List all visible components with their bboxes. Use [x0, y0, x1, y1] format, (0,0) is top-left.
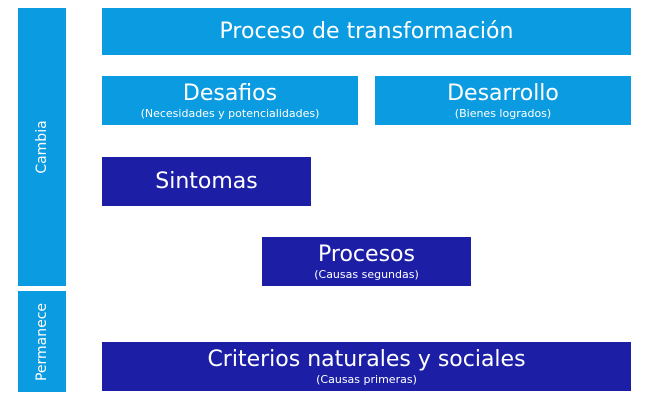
development-subtitle: (Bienes logrados) — [454, 106, 552, 120]
transformation-process-box: Proceso de transformación — [102, 8, 631, 55]
permanent-label: Permanece — [34, 302, 50, 381]
development-title: Desarrollo — [447, 80, 559, 106]
challenges-subtitle: (Necesidades y potencialidades) — [140, 106, 320, 120]
processes-title: Procesos — [318, 241, 415, 267]
processes-box: Procesos (Causas segundas) — [262, 237, 471, 286]
criteria-subtitle: (Causas primeras) — [316, 372, 417, 386]
change-label: Cambia — [34, 120, 50, 174]
criteria-box: Criterios naturales y sociales (Causas p… — [102, 342, 631, 391]
development-box: Desarrollo (Bienes logrados) — [375, 76, 631, 125]
criteria-title: Criterios naturales y sociales — [207, 346, 526, 372]
challenges-box: Desafios (Necesidades y potencialidades) — [102, 76, 358, 125]
symptoms-title: Sintomas — [155, 168, 258, 194]
processes-subtitle: (Causas segundas) — [314, 267, 419, 281]
change-bar: Cambia — [18, 8, 66, 286]
symptoms-box: Sintomas — [102, 157, 311, 206]
transformation-process-title: Proceso de transformación — [219, 18, 514, 44]
permanent-bar: Permanece — [18, 291, 66, 392]
challenges-title: Desafios — [182, 80, 278, 106]
